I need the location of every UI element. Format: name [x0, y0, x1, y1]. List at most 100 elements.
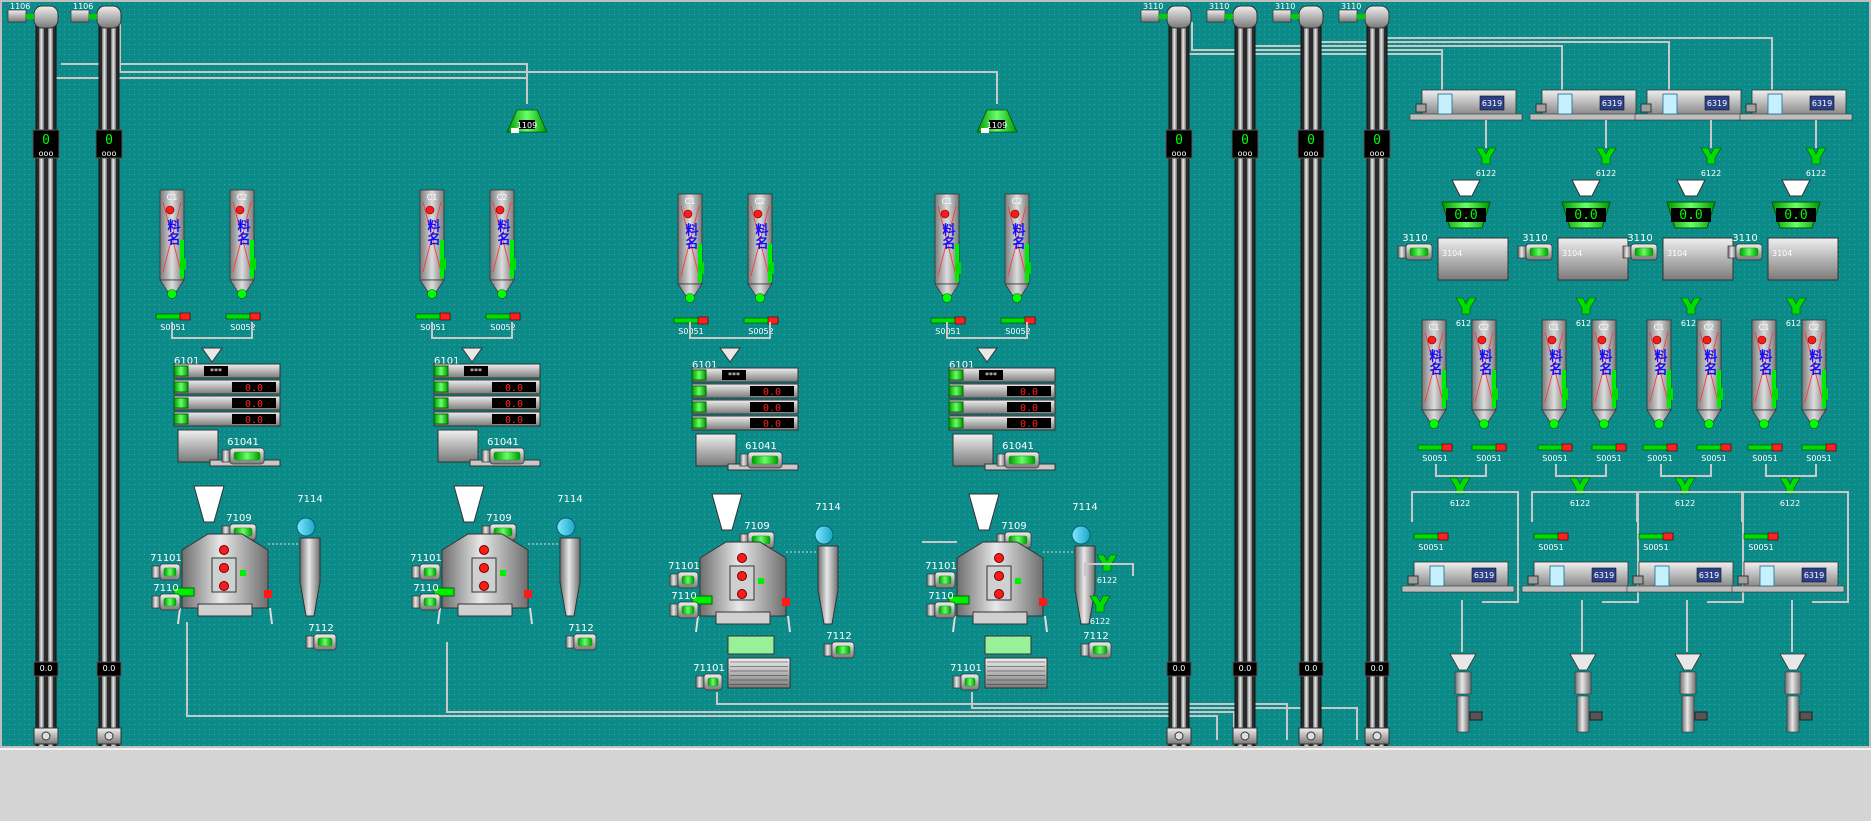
slide-valve-1[interactable]: S0051 — [1747, 443, 1783, 463]
slide-valve-3[interactable]: S0051 — [1743, 532, 1779, 552]
slide-valve-1[interactable]: S0051 — [1537, 443, 1573, 463]
pellet-mill[interactable] — [1437, 237, 1509, 281]
bagging-packer[interactable] — [1449, 653, 1483, 733]
bagging-packer[interactable] — [1674, 653, 1708, 733]
feeder-motor-a[interactable]: 71101 — [668, 561, 700, 589]
scale-motor-61041[interactable]: 61041 — [996, 441, 1040, 469]
diverter-valve[interactable]: 6122 — [1096, 554, 1118, 585]
surge-hopper[interactable]: 1109 — [506, 109, 548, 133]
feeder-motor-a[interactable]: 71101 — [925, 561, 957, 589]
diverter-valve[interactable]: 6122 — [1475, 147, 1497, 178]
diverter-valve[interactable]: 6122 — [1785, 297, 1807, 328]
diverter-valve[interactable]: 6122 — [1805, 147, 1827, 178]
conditioner-feeder[interactable]: 6319 — [1739, 89, 1853, 121]
diverter-valve[interactable]: 6122 — [1595, 147, 1617, 178]
slide-valve-3[interactable]: S0051 — [1638, 532, 1674, 552]
fan-housing[interactable] — [814, 525, 834, 545]
slide-valve-2[interactable]: S0051 — [1801, 443, 1837, 463]
pellet-mill-motor[interactable]: 3110 — [1622, 233, 1658, 261]
feeder-motor-a[interactable]: 71101 — [150, 553, 182, 581]
cyclone-airlock[interactable]: 7112 — [305, 623, 337, 651]
diverter-valve[interactable]: 6122 — [1089, 595, 1111, 626]
conditioner-feeder[interactable]: 6319 — [1634, 89, 1748, 121]
slide-valve-2[interactable]: S0051 — [1591, 443, 1627, 463]
mill-discharge-gate[interactable] — [173, 587, 195, 597]
diverter-valve[interactable]: 6122 — [1700, 147, 1722, 178]
slide-valve-3[interactable]: S0051 — [1533, 532, 1569, 552]
cooler-feeder[interactable]: 6319 — [1401, 561, 1515, 593]
slide-valve-2[interactable]: S0052 — [1000, 316, 1036, 336]
pellet-mill-motor[interactable]: 3110 — [1517, 233, 1553, 261]
bagging-packer[interactable] — [1779, 653, 1813, 733]
elevator-head-motor[interactable] — [1140, 9, 1160, 23]
feeder-motor-a[interactable]: 71101 — [410, 553, 442, 581]
slide-valve-2[interactable]: S0051 — [1696, 443, 1732, 463]
diverter-valve[interactable]: 6122 — [1455, 297, 1477, 328]
pellet-mill[interactable] — [1767, 237, 1839, 281]
cyclone-airlock[interactable]: 7112 — [1080, 631, 1112, 659]
batch-scale[interactable]: ***0.00.00.0 — [948, 367, 1056, 471]
scale-motor-61041[interactable]: 61041 — [221, 437, 265, 465]
cyclone-airlock[interactable]: 7112 — [823, 631, 855, 659]
cooler-motor[interactable]: 71101 — [693, 663, 725, 691]
feeder-motor-b[interactable]: 7110 — [411, 583, 441, 611]
slide-valve-2[interactable]: S0051 — [1471, 443, 1507, 463]
conditioner-feeder[interactable]: 6319 — [1529, 89, 1643, 121]
feeder-motor-b[interactable]: 7110 — [926, 591, 956, 619]
surge-hopper[interactable]: 1109 — [976, 109, 1018, 133]
scale-motor-61041[interactable]: 61041 — [481, 437, 525, 465]
slide-valve-1[interactable]: S0051 — [1642, 443, 1678, 463]
cooler-motor[interactable]: 71101 — [950, 663, 982, 691]
mill-discharge-gate[interactable] — [691, 595, 713, 605]
cooler-feeder[interactable]: 6319 — [1731, 561, 1845, 593]
pellet-mill-motor[interactable]: 3110 — [1397, 233, 1433, 261]
pellet-mill-motor[interactable]: 3110 — [1727, 233, 1763, 261]
mill-discharge-gate[interactable] — [948, 595, 970, 605]
fan-housing[interactable] — [296, 517, 316, 537]
slide-valve-3[interactable]: S0051 — [1413, 532, 1449, 552]
cooler-feeder[interactable]: 6319 — [1521, 561, 1635, 593]
slide-valve-2[interactable]: S0052 — [485, 312, 521, 332]
slide-valve-1[interactable]: S0051 — [1417, 443, 1453, 463]
scale-motor-61041[interactable]: 61041 — [739, 441, 783, 469]
feeder-motor-b[interactable]: 7110 — [669, 591, 699, 619]
elevator-head-motor[interactable] — [1272, 9, 1292, 23]
fan-housing[interactable] — [556, 517, 576, 537]
mill-discharge-gate[interactable] — [433, 587, 455, 597]
pellet-mill[interactable] — [1557, 237, 1629, 281]
cyclone-airlock[interactable]: 7112 — [565, 623, 597, 651]
slide-valve-2[interactable]: S0052 — [225, 312, 261, 332]
elevator-head-motor[interactable] — [7, 9, 27, 23]
conditioner-feeder[interactable]: 6319 — [1409, 89, 1523, 121]
bagging-packer[interactable] — [1569, 653, 1603, 733]
elevator-head-motor[interactable] — [70, 9, 90, 23]
pellet-mill[interactable] — [1662, 237, 1734, 281]
cooler-feeder[interactable]: 6319 — [1626, 561, 1740, 593]
batch-scale[interactable]: ***0.00.00.0 — [173, 363, 281, 467]
fan-housing[interactable] — [1071, 525, 1091, 545]
elevator-head-motor[interactable] — [1338, 9, 1358, 23]
elevator-head-motor[interactable] — [1206, 9, 1226, 23]
diverter-valve[interactable]: 6122 — [1575, 297, 1597, 328]
